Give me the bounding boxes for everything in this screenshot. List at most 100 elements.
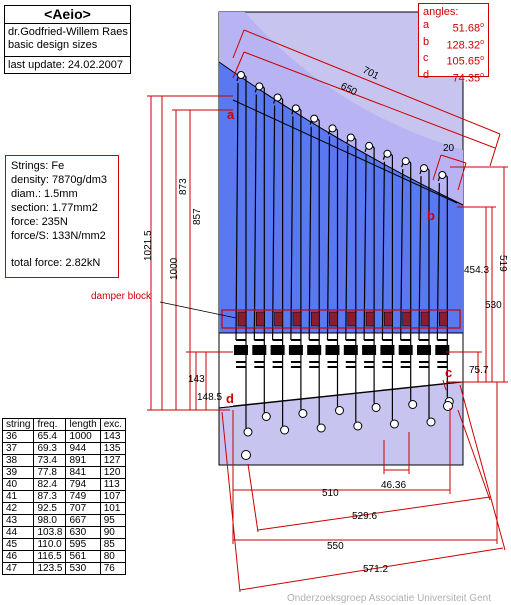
dim-ext (457, 162, 467, 191)
table-cell: 42 (1, 502, 35, 515)
table-cell: 561 (65, 550, 101, 563)
damper-pads (237, 311, 448, 327)
dim-550: 550 (327, 541, 344, 552)
tuning-peg (237, 71, 245, 79)
beater-body (234, 345, 248, 355)
table-cell: 77.8 (33, 466, 67, 479)
damper-block-label: damper block (91, 291, 152, 302)
tuning-peg (255, 82, 264, 91)
tuning-peg (401, 157, 410, 166)
table-cell: 707 (65, 502, 101, 515)
beater-body (398, 345, 413, 355)
table-cell: 794 (65, 478, 101, 491)
string-segment (326, 136, 331, 341)
dim-1000: 1000 (169, 257, 180, 280)
table-cell: 38 (1, 454, 35, 467)
beater-body (417, 345, 431, 355)
dim-ext (221, 411, 241, 593)
string-segment (400, 169, 404, 341)
table-cell: 98.0 (33, 514, 67, 527)
beater-body (325, 345, 340, 355)
table-cell: 143 (99, 430, 127, 443)
table-cell: 667 (65, 514, 101, 527)
angle-label: b (423, 35, 430, 48)
column-header: freq. (33, 418, 67, 431)
tuning-peg (383, 149, 392, 158)
strings-group (235, 71, 454, 460)
dim-571: 571.2 (363, 564, 388, 575)
dimension-lines (147, 29, 508, 593)
damper-pad (237, 311, 247, 327)
table-cell: 92.5 (33, 502, 67, 515)
table-cell: 595 (65, 538, 101, 551)
degree-sign: o (480, 22, 484, 29)
dim-46: 46.36 (381, 480, 406, 491)
hitch-pin (316, 423, 326, 433)
table-cell: 41 (1, 490, 35, 503)
beater-body (288, 345, 303, 355)
table-cell: 110.0 (33, 538, 67, 551)
dim-529-line (257, 496, 491, 531)
tuning-peg (420, 164, 428, 173)
dim-ext (232, 51, 245, 79)
string-segment (235, 82, 239, 341)
degree-sign: o (480, 71, 484, 79)
table-cell: 44 (1, 526, 35, 539)
beater-body (307, 345, 322, 355)
angles-heading: angles: (423, 6, 459, 18)
dim-1021: 1021.5 (143, 230, 154, 261)
table-cell: 85 (99, 538, 127, 551)
spec-line: diam.: 1.5mm (11, 188, 78, 200)
hitch-pin (389, 419, 399, 429)
column-header: exc. (99, 418, 127, 431)
damper-pad (329, 311, 338, 327)
dim-701-line (243, 29, 501, 135)
beater-body (270, 345, 285, 355)
table-cell: 101 (99, 502, 127, 515)
table-cell: 76 (99, 562, 127, 575)
dim-ext (442, 379, 447, 391)
table-cell: 36 (1, 430, 35, 443)
subtitle-text: basic design sizes (8, 39, 98, 51)
corner-pin (241, 450, 251, 460)
hitch-pin (335, 406, 344, 415)
table-cell: 87.3 (33, 490, 67, 503)
beater-body (343, 345, 358, 355)
table-cell: 116.5 (33, 550, 67, 563)
table-cell: 841 (65, 466, 101, 479)
spec-line (11, 243, 113, 256)
table-cell: 944 (65, 442, 101, 455)
tuning-peg (273, 93, 282, 102)
beater-body (362, 345, 377, 355)
beater-body (435, 345, 450, 355)
dim-857: 857 (192, 208, 203, 225)
string-segment (253, 94, 257, 341)
point-d-label: d (226, 391, 234, 406)
dim-571-line (239, 547, 504, 591)
dim-873: 873 (178, 178, 189, 195)
column-header: length (65, 418, 101, 431)
column-header: string (1, 418, 35, 431)
table-cell: 43 (1, 514, 35, 527)
footer-credit: Onderzoeksgroep Associatie Universiteit … (287, 593, 491, 604)
damper-pad (438, 311, 448, 327)
table-cell: 69.3 (33, 442, 67, 455)
table-cell: 135 (99, 442, 127, 455)
lower-bridge-line (232, 382, 451, 407)
tuning-peg (310, 114, 319, 123)
table-cell: 40 (1, 478, 35, 491)
table-cell: 39 (1, 466, 35, 479)
